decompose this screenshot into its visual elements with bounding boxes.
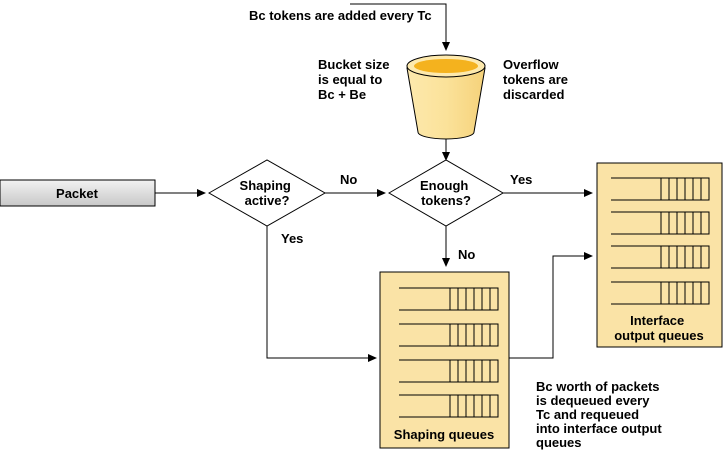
queue-glyph <box>399 287 499 311</box>
shaping-queues-label: Shaping queues <box>394 427 494 442</box>
queue-glyph <box>611 281 710 305</box>
yes-label-shaping: Yes <box>281 231 303 246</box>
token-bucket <box>406 54 486 140</box>
shaping-active-line-2: active? <box>245 193 290 208</box>
queue-glyph <box>611 177 710 201</box>
packet-label: Packet <box>56 186 99 201</box>
queue-glyph <box>399 359 499 383</box>
bucket-body <box>406 67 486 140</box>
bucket-size-label: Bucket size is equal to Bc + Be <box>318 57 393 102</box>
interface-queues-line-2: output queues <box>614 328 704 343</box>
queue-outline <box>611 281 710 305</box>
no-label-shaping: No <box>340 172 357 187</box>
queue-outline <box>611 177 710 201</box>
interface-queues-line-1: Interface <box>630 313 684 328</box>
queue-glyph <box>611 245 710 269</box>
queue-glyph <box>611 211 710 235</box>
queue-outline <box>399 359 499 383</box>
queue-glyph <box>399 394 499 418</box>
overflow-line-2: tokens are <box>503 72 568 87</box>
dequeue-note-line-4: into interface output <box>536 421 662 436</box>
dequeue-note: Bc worth of packets is dequeued every Tc… <box>536 379 665 450</box>
queue-outline <box>611 245 710 269</box>
overflow-line-1: Overflow <box>503 57 560 72</box>
enough-tokens-line-1: Enough <box>420 178 468 193</box>
overflow-label: Overflow tokens are discarded <box>503 57 572 102</box>
enough-tokens-line-2: tokens? <box>421 193 471 208</box>
bucket-size-line-3: Bc + Be <box>318 87 366 102</box>
shaping-active-label: Shaping active? <box>240 178 295 208</box>
enough-tokens-diamond <box>388 159 504 227</box>
interface-queues-label: Interface output queues <box>614 313 704 343</box>
bucket-size-line-2: is equal to <box>318 72 382 87</box>
packet-box <box>0 179 156 207</box>
bucket-size-line-1: Bucket size <box>318 57 390 72</box>
top-note: Bc tokens are added every Tc <box>249 8 432 23</box>
dequeue-note-line-2: is dequeued every <box>536 393 650 408</box>
queue-outline <box>611 211 710 235</box>
queue-outline <box>399 394 499 418</box>
arrow-tokens-into-bucket <box>350 3 450 51</box>
dequeue-note-line-5: queues <box>536 435 582 450</box>
dequeue-note-line-1: Bc worth of packets <box>536 379 660 394</box>
connectors <box>155 3 593 362</box>
shaping-active-diamond <box>207 159 327 227</box>
interface-queue-lines <box>611 177 710 305</box>
queue-outline <box>399 323 499 347</box>
shaping-active-line-1: Shaping <box>240 178 291 193</box>
shaping-queue-lines <box>399 287 499 418</box>
queue-outline <box>399 287 499 311</box>
no-label-tokens: No <box>458 247 475 262</box>
enough-tokens-label: Enough tokens? <box>420 178 472 208</box>
queue-glyph <box>399 323 499 347</box>
arrow-queues-to-interface <box>509 252 593 359</box>
bucket-tokens <box>414 59 478 73</box>
overflow-line-3: discarded <box>503 87 564 102</box>
arrow-shaping-yes-to-queues <box>266 226 377 362</box>
yes-label-tokens: Yes <box>510 172 532 187</box>
dequeue-note-line-3: Tc and requeued <box>536 407 639 422</box>
